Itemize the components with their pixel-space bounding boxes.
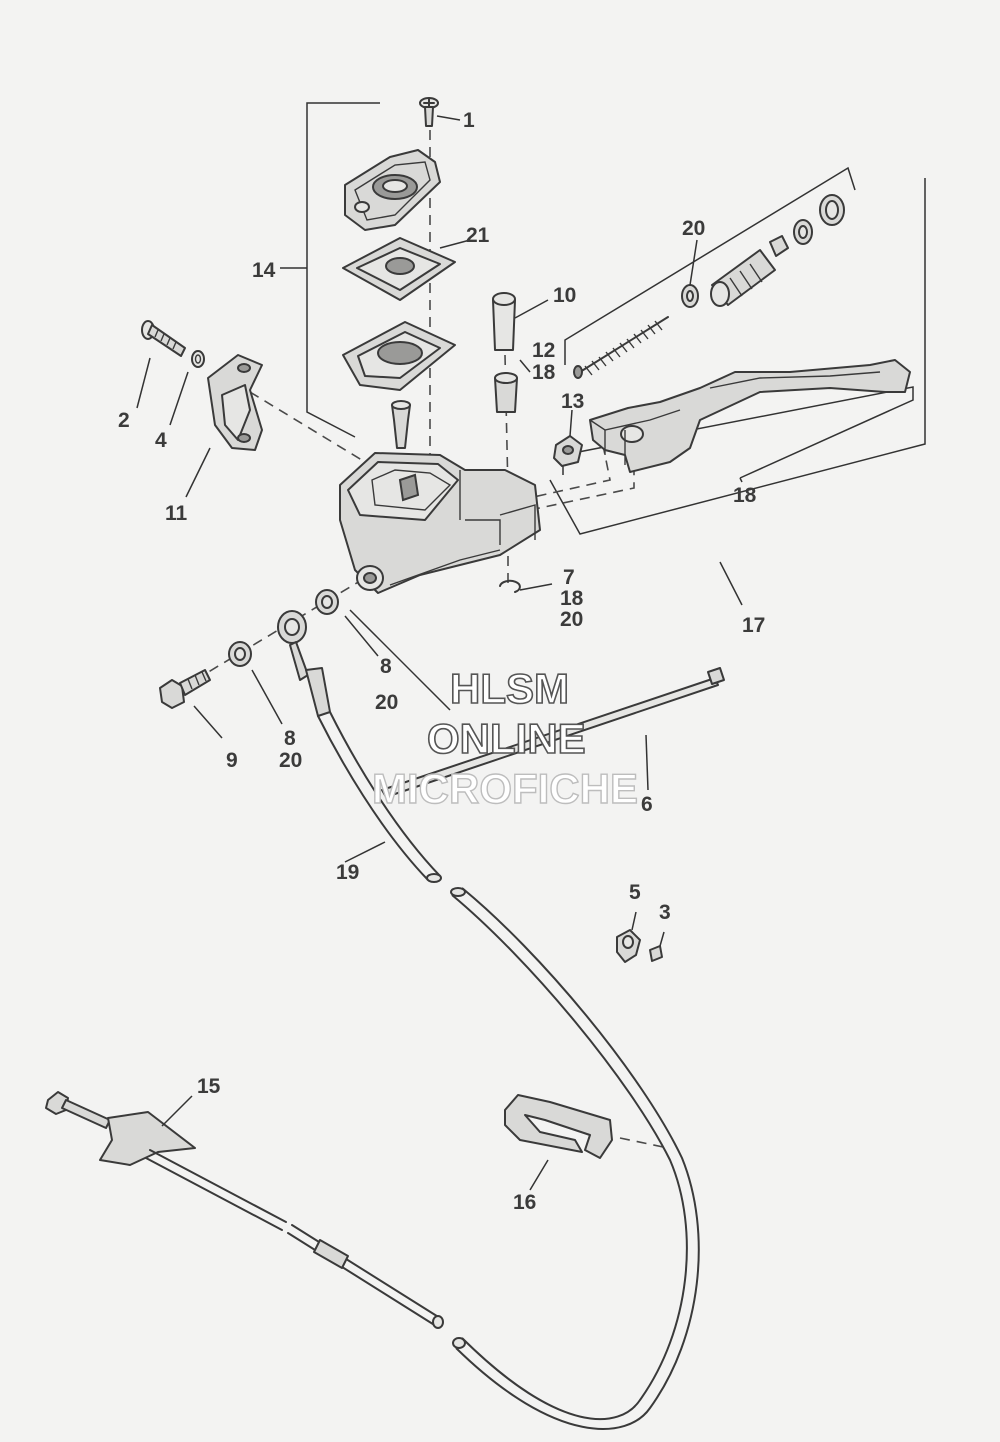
callout-2: 2	[118, 409, 130, 432]
screw-part-2	[141, 320, 186, 357]
reservoir-cover-part-14	[344, 149, 441, 231]
switch-part-13	[553, 435, 583, 467]
screw-part-1	[419, 97, 439, 127]
hose-part-19	[317, 711, 700, 1430]
washer-part-4	[191, 350, 205, 368]
callout-8-upper-ref-20: 20	[375, 691, 399, 714]
callout-3: 3	[659, 901, 671, 924]
callout-8-upper: 8	[380, 655, 392, 678]
align-line-clip	[619, 1137, 669, 1149]
callout-18: 18	[733, 484, 757, 507]
washer-part-8-upper	[315, 589, 339, 615]
hose-clamp-part-16	[504, 1094, 613, 1159]
watermark-line-1: HLSM	[449, 665, 570, 712]
clamp-part-11	[207, 354, 263, 451]
screw-part-3	[649, 945, 663, 962]
plug	[391, 400, 411, 449]
callout-8-lower: 8	[284, 727, 296, 750]
callout-6: 6	[641, 793, 653, 816]
callout-5: 5	[629, 881, 641, 904]
master-cylinder-body	[339, 452, 541, 594]
clip-part-5	[616, 929, 641, 963]
callout-7: 7	[563, 566, 575, 589]
piston-assembly-part-20	[573, 194, 845, 379]
diaphragm	[342, 321, 456, 391]
callout-15: 15	[197, 1075, 221, 1098]
gasket-part-21	[342, 237, 456, 301]
cable-assembly-part-15	[45, 1091, 444, 1329]
callout-12: 12	[532, 339, 556, 362]
retaining-ring-part-7	[499, 579, 521, 593]
callout-13: 13	[561, 390, 585, 413]
callout-10: 10	[553, 284, 577, 307]
watermark-line-3: MICROFICHE	[371, 765, 638, 812]
callout-8-lower-ref-20: 20	[279, 749, 303, 772]
banjo-bolt-part-9	[159, 669, 211, 709]
cable-tie-part-6	[381, 667, 725, 798]
watermark-line-2: ONLINE	[426, 715, 586, 762]
callout-20: 20	[682, 217, 706, 240]
lever	[589, 359, 911, 473]
callout-14: 14	[252, 259, 276, 282]
callout-7-ref-18: 18	[560, 587, 584, 610]
pin-part-10	[492, 292, 516, 351]
washer-part-8-lower	[228, 641, 252, 667]
bracket-14	[306, 102, 380, 438]
callout-1: 1	[463, 109, 475, 132]
callout-9: 9	[226, 749, 238, 772]
callout-7-ref-20: 20	[560, 608, 584, 631]
bracket-20	[564, 166, 856, 365]
callout-11: 11	[165, 502, 188, 525]
callout-4: 4	[155, 429, 167, 452]
callout-21: 21	[466, 224, 490, 247]
callout-17: 17	[742, 614, 766, 637]
align-line-lever2	[529, 424, 635, 511]
callout-19: 19	[336, 861, 360, 884]
bracket-17	[549, 178, 926, 535]
callout-16: 16	[513, 1191, 537, 1214]
align-line-clamp	[249, 391, 371, 466]
bushing-part-12	[494, 372, 518, 413]
callout-12-ref-18: 18	[532, 361, 556, 384]
banjo-fitting	[277, 610, 331, 717]
